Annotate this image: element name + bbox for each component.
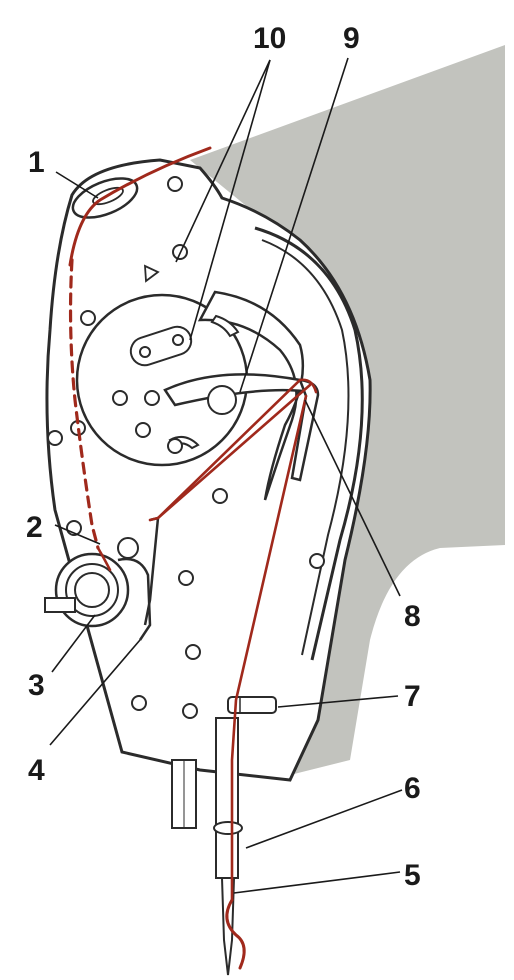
needle-bar-thread-guide (213, 821, 243, 835)
plate-thread-guide (227, 696, 277, 714)
thread-path (68, 146, 318, 970)
marker-triangle (144, 264, 160, 283)
disc-notch-2 (210, 314, 240, 338)
callout-2: 2 (26, 511, 43, 544)
lever-pivot (207, 385, 237, 415)
callout-3: 3 (28, 669, 45, 702)
callout-8: 8 (404, 600, 421, 633)
callout-9: 9 (343, 22, 360, 55)
leader-lines (49, 57, 403, 894)
callout-10: 10 (253, 22, 286, 55)
callout-1: 1 (28, 146, 45, 179)
needle-bar (215, 717, 239, 879)
callout-7: 7 (404, 680, 421, 713)
curved-guard-inner (261, 239, 350, 656)
callout-6: 6 (404, 772, 421, 805)
callout-labels: 1 2 3 4 5 6 7 8 9 10 (26, 22, 421, 892)
take-up-cam (197, 290, 305, 501)
callout-5: 5 (404, 859, 421, 892)
callout-4: 4 (28, 754, 45, 787)
tension-assembly (44, 537, 152, 641)
curved-guard (254, 226, 364, 661)
